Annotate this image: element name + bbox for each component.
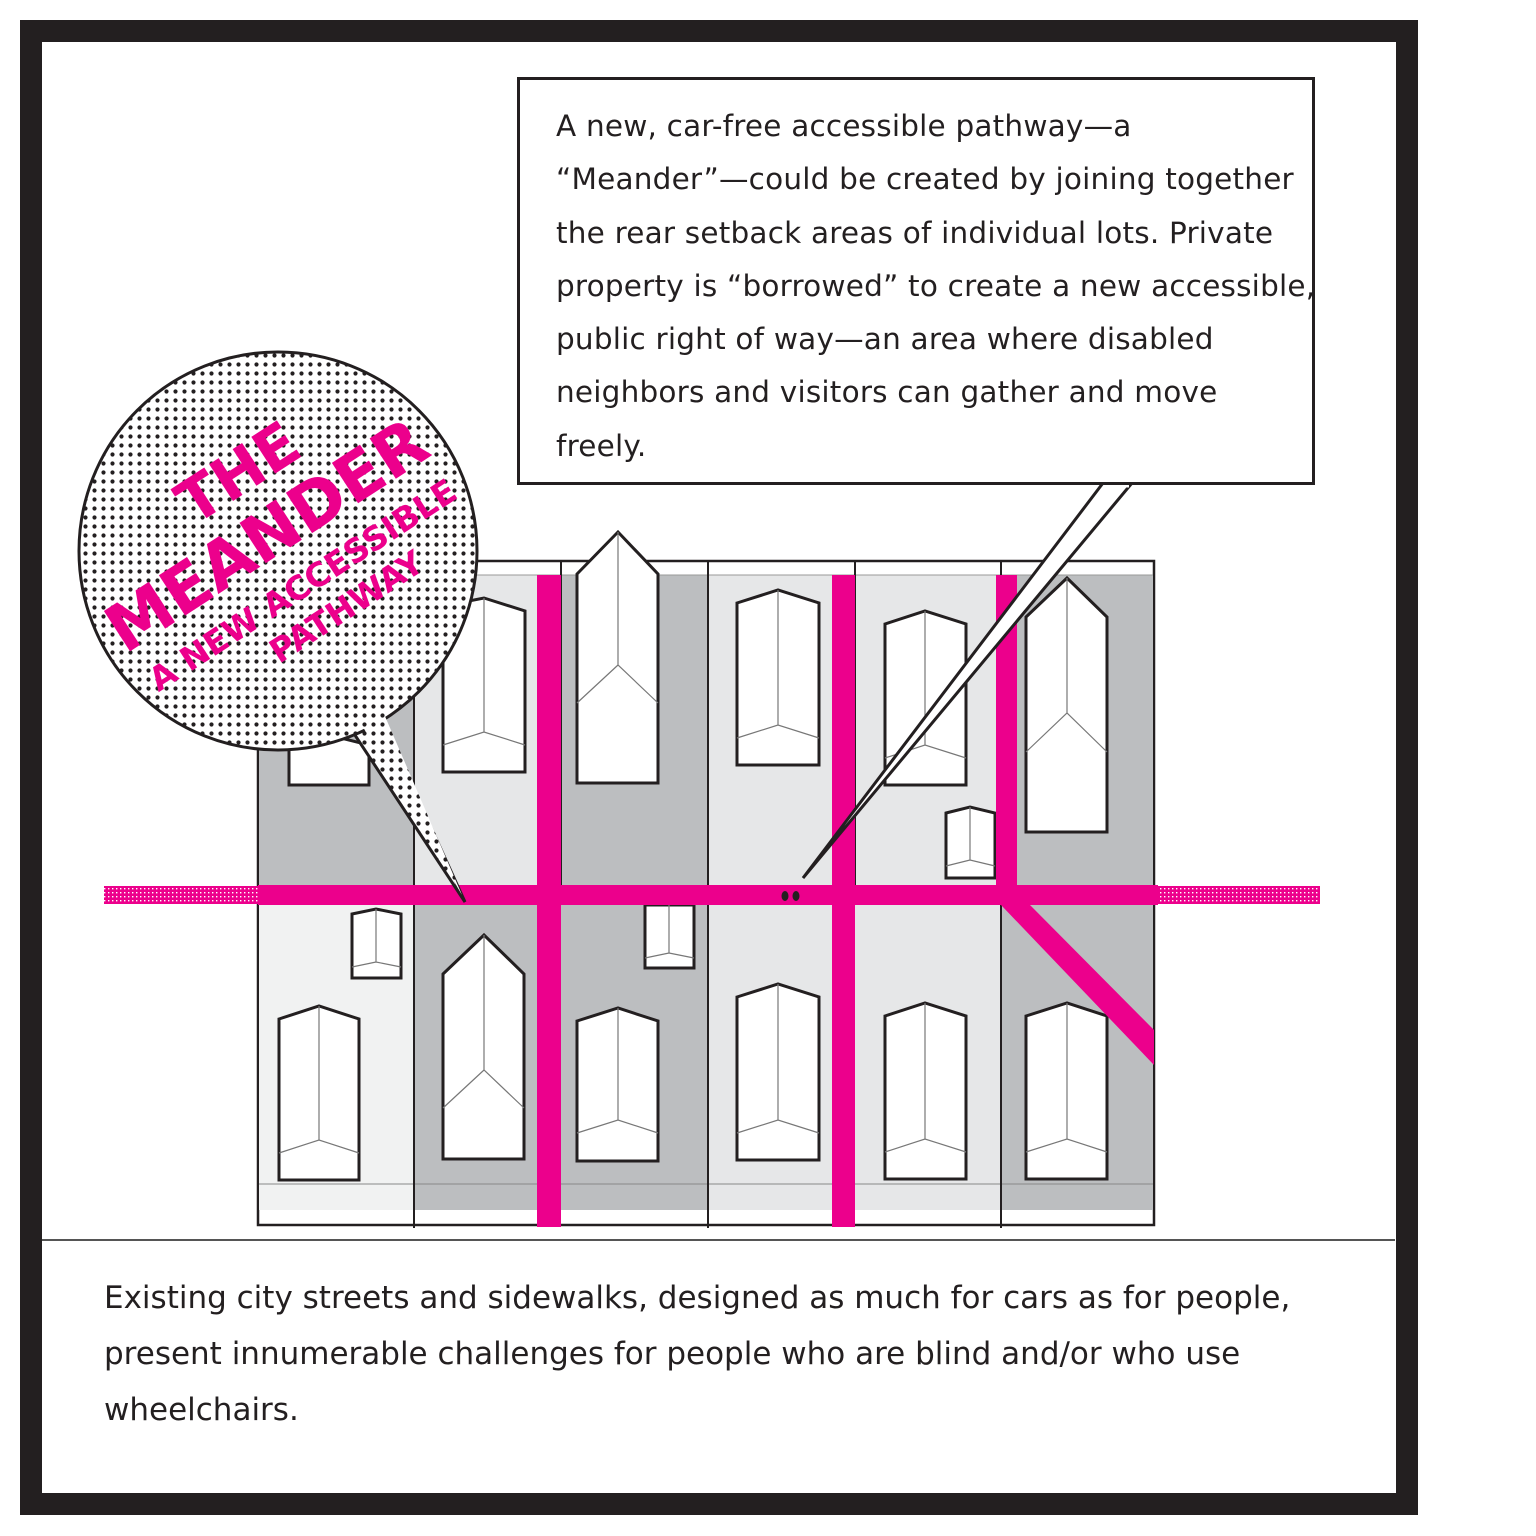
panel-caption: Existing city streets and sidewalks, des… — [104, 1280, 1291, 1428]
pathway-vertical-3 — [996, 575, 1017, 895]
pathway-vertical-1 — [537, 575, 561, 1227]
pathway-vertical-2 — [832, 575, 855, 1227]
meander-pathway — [104, 575, 1320, 1227]
pathway-offsite-right — [1156, 886, 1320, 904]
building-roof-lines-bottom — [278, 905, 1108, 1154]
pathway-offsite-left — [104, 886, 258, 904]
meander-speech-bubble: THE MEANDER A NEW ACCESSIBLE PATHWAY — [77, 350, 479, 903]
pathway-horizontal — [258, 885, 1158, 905]
explanation-callout-box: A new, car-free accessible pathway—a “Me… — [517, 77, 1315, 485]
callout-text: A new, car-free accessible pathway—a “Me… — [556, 109, 1316, 463]
panel-divider — [42, 1239, 1395, 1241]
footprints-icon — [781, 891, 800, 901]
pathway-diagonal — [1001, 905, 1154, 1065]
